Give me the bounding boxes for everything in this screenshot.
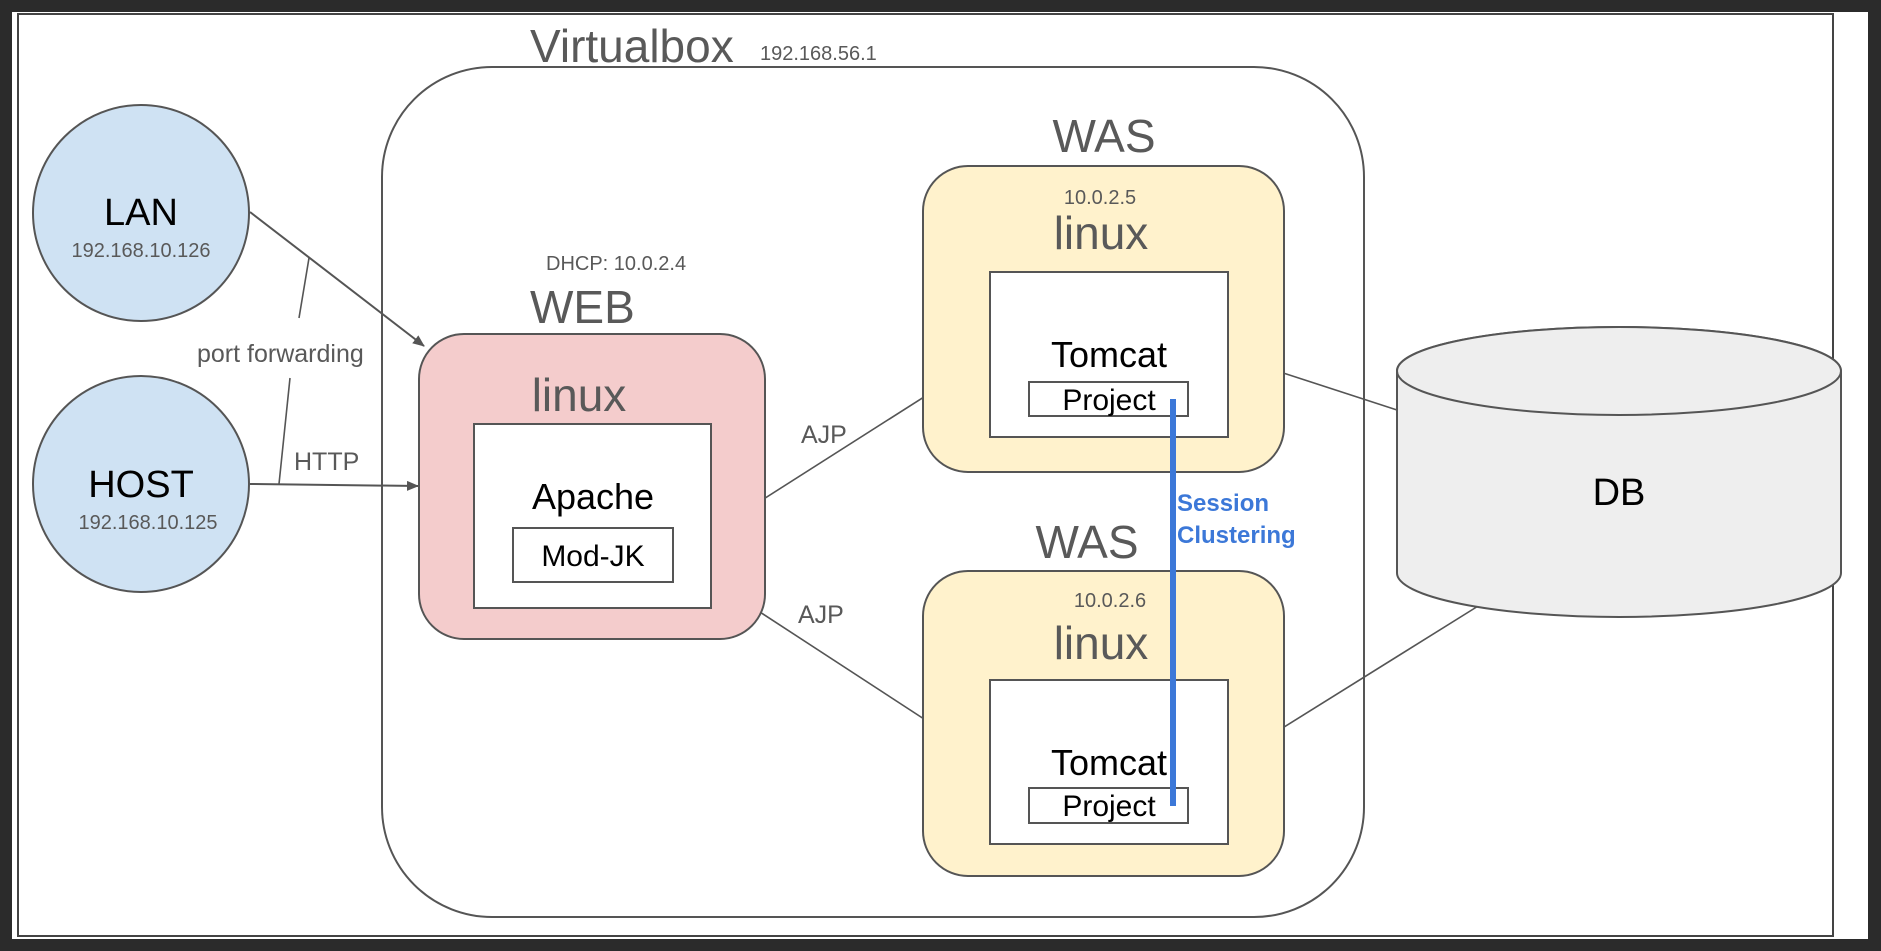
ajp-label-bottom: AJP: [798, 601, 844, 629]
host-ip: 192.168.10.125: [78, 512, 217, 534]
mod-jk-box: [512, 527, 674, 583]
was2-project-label: Project: [1062, 790, 1156, 823]
host-label: HOST: [88, 464, 194, 506]
lan-node: [32, 104, 250, 322]
was1-title: WAS: [1052, 110, 1155, 162]
web-os-label: linux: [532, 369, 627, 421]
lan-to-web-arrow: [249, 211, 425, 347]
lan-ip: 192.168.10.126: [71, 240, 210, 262]
mod-jk-label: Mod-JK: [541, 540, 644, 573]
was2-tomcat-label: Tomcat: [1051, 742, 1167, 783]
was2-title: WAS: [1035, 516, 1138, 568]
port-forwarding-label: port forwarding: [197, 340, 364, 368]
was2-ip: 10.0.2.6: [1074, 590, 1146, 612]
port-forwarding-leader-bottom: [278, 377, 291, 485]
virtualbox-title: Virtualbox: [530, 20, 734, 72]
session-clustering-label-line1: Session: [1177, 490, 1269, 517]
port-forwarding-leader-top: [298, 257, 310, 319]
ajp-label-top: AJP: [801, 421, 847, 449]
web-title: WEB: [530, 281, 635, 333]
db-label: DB: [1593, 472, 1646, 514]
web-dhcp: DHCP: 10.0.2.4: [546, 253, 686, 275]
session-clustering-label-line2: Clustering: [1177, 522, 1296, 549]
db-cylinder-top: [1396, 326, 1842, 416]
was1-tomcat-label: Tomcat: [1051, 334, 1167, 375]
http-label: HTTP: [294, 448, 359, 476]
virtualbox-ip: 192.168.56.1: [760, 43, 877, 65]
was2-project-box: [1028, 787, 1189, 824]
was1-project-box: [1028, 381, 1189, 417]
apache-label: Apache: [532, 476, 654, 517]
was1-ip: 10.0.2.5: [1064, 187, 1136, 209]
was1-project-label: Project: [1062, 384, 1156, 417]
host-to-web-arrow: [249, 480, 419, 491]
lan-label: LAN: [104, 192, 178, 234]
host-node: [32, 375, 250, 593]
was1-os-label: linux: [1054, 207, 1149, 259]
was2-os-label: linux: [1054, 617, 1149, 669]
